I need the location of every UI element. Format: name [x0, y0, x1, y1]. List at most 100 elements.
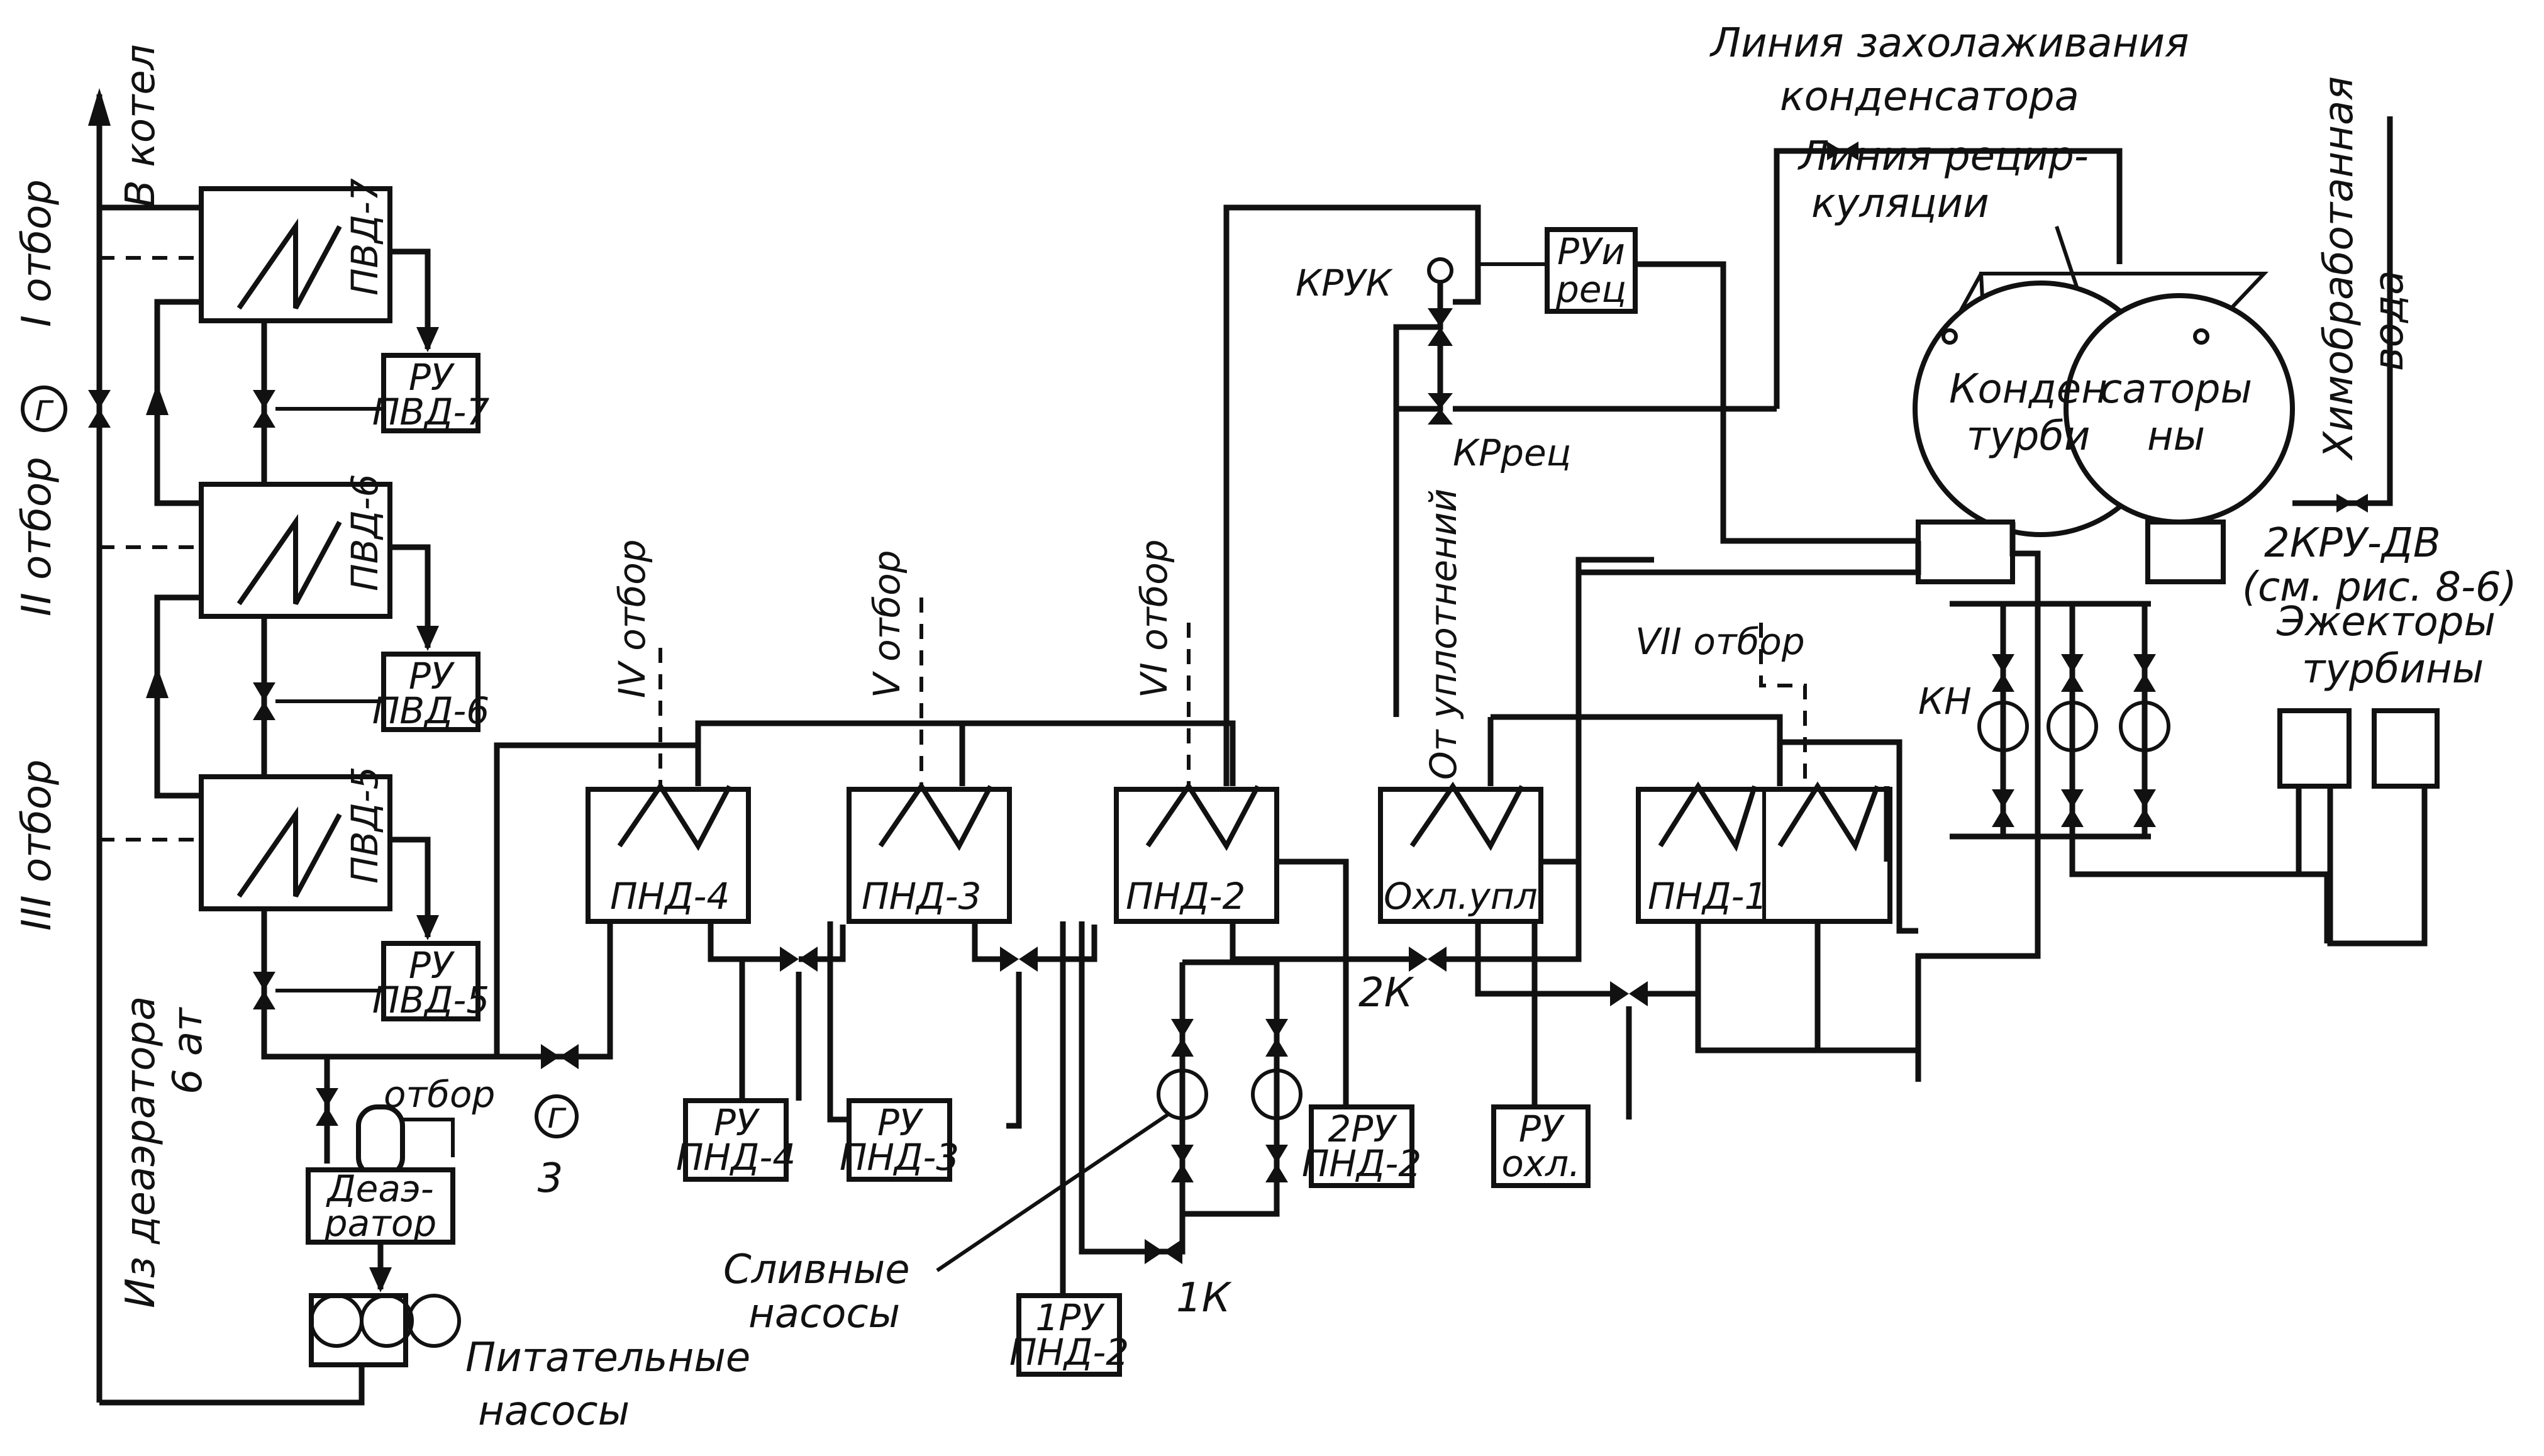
ru-pnd3-line2: ПНД-3	[840, 1136, 959, 1179]
recirc-label-1: Линия рецир-	[1797, 133, 2089, 180]
ru-pnd4-line2: ПНД-4	[676, 1136, 796, 1179]
to-boiler-arrow	[88, 88, 111, 126]
lp-drain-lines	[708, 557, 1918, 1296]
ejectors-label-2: турбины	[2302, 646, 2484, 692]
feedwater-main-line	[88, 88, 365, 1406]
krrec-label: КРрец	[1453, 431, 1571, 474]
from-deaerator-label: Из деаэратора	[118, 996, 164, 1308]
condenser-a-label-2: турби	[1967, 413, 2091, 460]
ru-pnd3-line1: РУ	[877, 1101, 924, 1144]
heater-pnd3-label: ПНД-3	[862, 875, 981, 918]
hp-heater-drain-lines	[253, 248, 439, 1009]
lp-condensate-lines	[494, 204, 1918, 1057]
drain-pumps-label-2: насосы	[748, 1291, 900, 1337]
ru-pvd6-line1: РУ	[409, 655, 455, 697]
ru2-pnd2-box: 2РУ ПНД-2	[1302, 1104, 1421, 1188]
recirc-label-2: куляции	[1811, 181, 1989, 227]
extraction-1-label: I отбор	[14, 179, 60, 327]
condensate-pumps-kn: КН	[1884, 601, 2330, 943]
valve-1k-label: 1К	[1176, 1275, 1232, 1321]
ru-pvd6-line2: ПВД-6	[372, 689, 490, 732]
ru-pnd4-line1: РУ	[714, 1101, 760, 1144]
condensate-line-pnd4: г 3	[453, 887, 621, 1202]
heater-pvd7-label: ПВД-7	[343, 178, 386, 296]
ru1-pnd2-box: 1РУ ПНД-2	[1009, 1293, 1129, 1377]
ru-ohl-line2: охл.	[1501, 1142, 1580, 1185]
main-line-valve	[88, 390, 111, 428]
ru-pnd3-box: РУ ПНД-3	[840, 1098, 959, 1182]
drain-pumps-label-1: Сливные	[723, 1247, 910, 1293]
feed-pumps-label-1: Питательные	[465, 1335, 750, 1381]
condenser-cooling-line: Линия захолаживания конденсатора Линия р…	[1709, 20, 2189, 409]
heater-ohl-label: Охл.упл	[1384, 875, 1538, 918]
heater-pnd4-label: ПНД-4	[610, 875, 730, 918]
feed-pumps-label-2: насосы	[478, 1388, 630, 1435]
ru-rec-box: РУи рец	[1478, 227, 1918, 544]
chem-water-label-1: Химобработанная	[2316, 76, 2362, 461]
ru-ohl-box: РУ охл.	[1491, 1104, 1591, 1188]
condenser-b-label-2: ны	[2147, 413, 2205, 460]
heater-pnd2: ПНД-2 VI отбор	[1114, 539, 1279, 924]
condenser-cooling-label-1: Линия захолаживания	[1709, 20, 2189, 67]
deaerator-label-2: ратор	[324, 1202, 436, 1245]
condenser-cooling-label-2: конденсатора	[1780, 74, 2079, 120]
ru2-pnd2-line1: 2РУ	[1328, 1108, 1397, 1150]
heater-pnd1-label: ПНД-1	[1648, 875, 1767, 918]
heater-pvd5-label: ПВД-5	[343, 766, 386, 884]
g-marker-left-text: г	[35, 386, 54, 429]
deaerator-label-1: Деаэ-	[325, 1167, 433, 1210]
kruk-valves: КРУК КРрец	[1296, 252, 1777, 717]
ru-pvd7-box: РУ ПВД-7	[372, 353, 490, 433]
kru-dv-label-2: (см. рис. 8-6)	[2242, 564, 2517, 611]
ru-pvd6-box: РУ ПВД-6	[372, 652, 490, 732]
heater-pvd6-label: ПВД-6	[343, 474, 386, 591]
heater-pvd5: ПВД-5	[199, 766, 392, 911]
valve-2k-label: 2К	[1358, 970, 1414, 1016]
ru-pvd5-box: РУ ПВД-5	[372, 941, 490, 1021]
ru-pvd7-line2: ПВД-7	[372, 391, 490, 433]
deaerator-extraction-label: отбор	[384, 1073, 495, 1116]
extraction-6-label: VI отбор	[1133, 539, 1175, 698]
to-boiler-label: В котел	[118, 44, 164, 208]
chemical-water-line: Химобработанная вода 2КРУ-ДВ (см. рис. 8…	[2242, 76, 2517, 611]
feed-pumps: Питательные насосы	[309, 1293, 750, 1435]
ru2-pnd2-line2: ПНД-2	[1302, 1142, 1421, 1185]
valve-3-label: 3	[538, 1155, 564, 1202]
condensers: Конден турби саторы ны	[1579, 226, 2295, 1082]
ru-pvd5-line1: РУ	[409, 944, 455, 987]
g-marker-left: г	[21, 386, 67, 432]
ru1-pnd2-line1: 1РУ	[1035, 1296, 1105, 1339]
kn-label: КН	[1918, 680, 1972, 723]
chem-water-label-2: вода	[2366, 270, 2413, 371]
heater-pnd3: ПНД-3 V отбор	[847, 550, 1012, 924]
deaerator: Деаэ- ратор отбор	[306, 1057, 495, 1292]
ru-rec-line2: рец	[1555, 268, 1626, 311]
extraction-3-label: III отбор	[14, 759, 60, 931]
extraction-4-label: IV отбор	[611, 539, 653, 698]
heater-pnd4: ПНД-4 IV отбор	[586, 539, 751, 924]
ejectors-label-1: Эжекторы	[2276, 599, 2496, 645]
ru-pnd4-box: РУ ПНД-4	[676, 1098, 796, 1182]
ru-rec-line1: РУи	[1557, 230, 1625, 273]
hp-heater-water-lines	[99, 204, 610, 1060]
extraction-7-label: VII отбор	[1635, 620, 1805, 663]
ru-pvd5-line2: ПВД-5	[372, 979, 490, 1021]
heater-pnd1: ПНД-1 VII отбор	[1635, 620, 1892, 924]
extraction-2-label: II отбор	[14, 457, 60, 616]
heater-ohl-upl: Охл.упл От уплотнений	[1378, 489, 1543, 924]
drain-pumps: Сливные насосы 1К 2К	[723, 959, 1414, 1337]
ru-ohl-line1: РУ	[1519, 1108, 1565, 1150]
heater-pvd6: ПВД-6	[199, 474, 392, 619]
heater-pnd2-label: ПНД-2	[1126, 875, 1245, 918]
g-marker-mid: г	[547, 1094, 567, 1136]
heater-pvd7: ПВД-7	[199, 178, 392, 323]
kru-dv-label-1: 2КРУ-ДВ	[2264, 520, 2441, 567]
ru1-pnd2-line2: ПНД-2	[1009, 1331, 1129, 1374]
from-deaerator-pressure: 6 ат	[165, 1007, 211, 1094]
extraction-5-label: V отбор	[865, 550, 908, 698]
kruk-label: КРУК	[1296, 262, 1393, 304]
ejectors: Эжекторы турбины	[2276, 599, 2496, 947]
condenser-b-label-1: саторы	[2100, 366, 2252, 413]
ru-pvd7-line1: РУ	[409, 356, 455, 399]
from-seals-label: От уплотнений	[1422, 489, 1465, 780]
